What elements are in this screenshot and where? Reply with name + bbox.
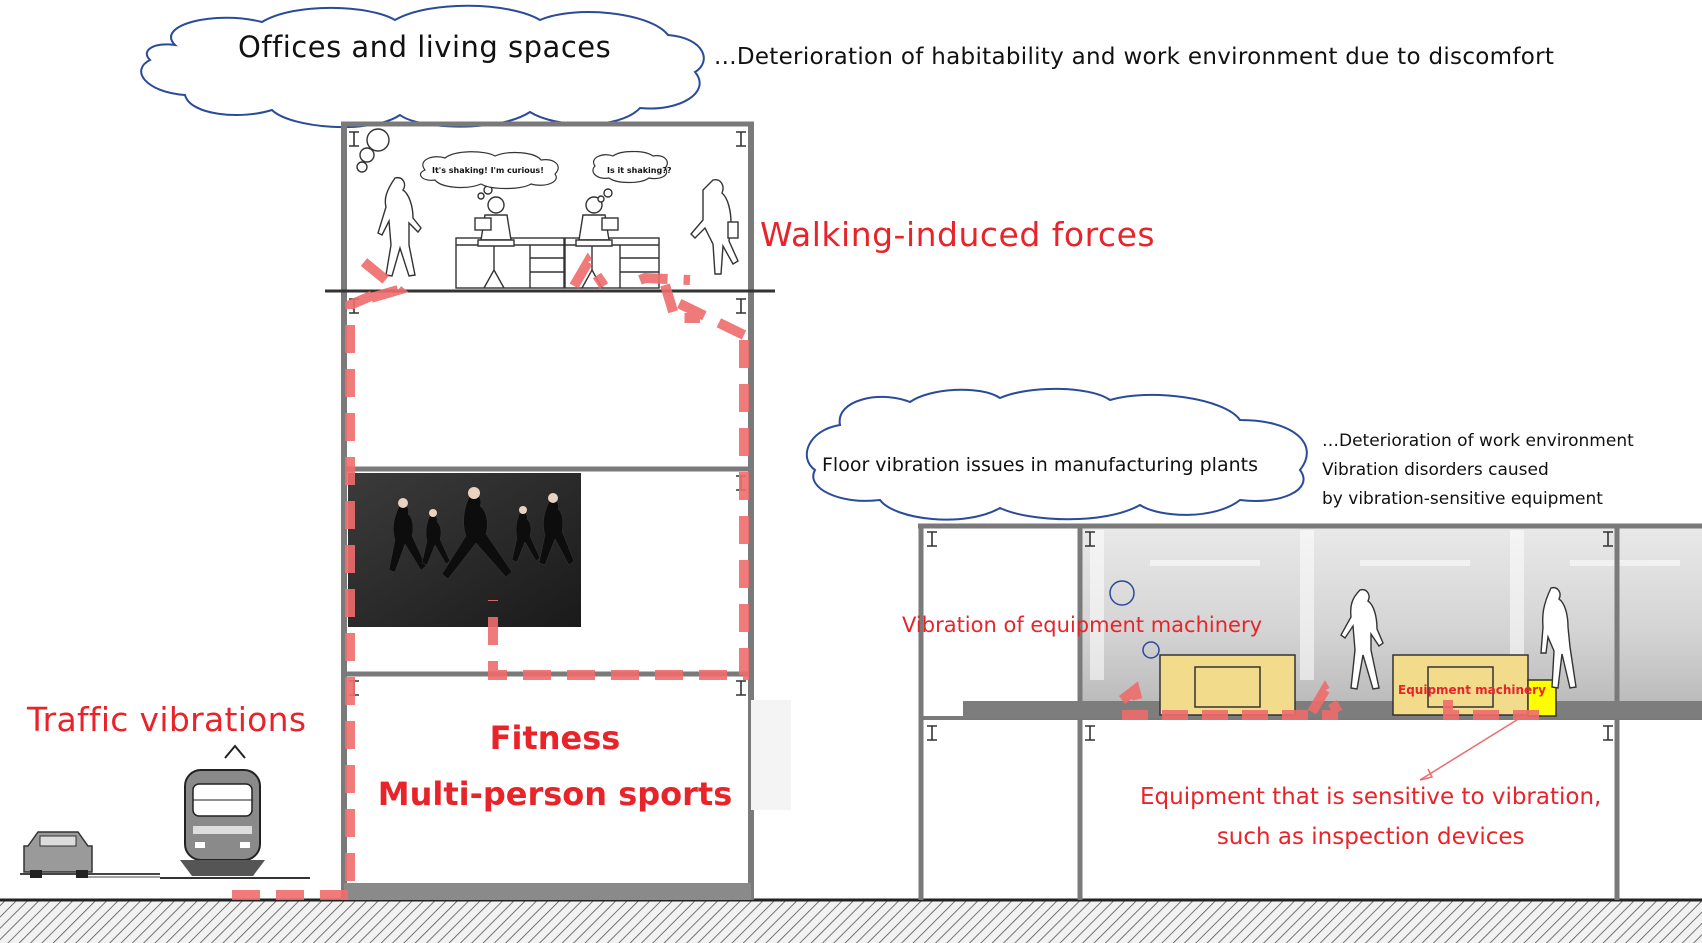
factory-workers [1340,586,1577,690]
machine-right [1392,654,1529,716]
fitness-photo [348,473,581,627]
fitness-label-line1: Fitness [489,719,621,757]
office-cloud [140,4,705,129]
plant-note-line3: by vibration-sensitive equipment [1322,489,1603,509]
office-cloud-note: ...Deterioration of habitability and wor… [714,44,1555,70]
speech-right-text: Is it shaking?? [607,166,672,175]
equipment-vibration-label: Vibration of equipment machinery [902,613,1263,637]
vibration-path-factory [1118,680,1548,720]
machine-left [1159,654,1296,716]
factory-building [918,523,1702,900]
traffic-vibrations-label: Traffic vibrations [27,700,307,739]
fitness-label-line2: Multi-person sports [377,775,733,813]
vibration-path-office [232,252,749,900]
sensitive-device [1527,679,1557,717]
plant-note-line2: Vibration disorders caused [1322,460,1549,480]
office-people-illustration [356,128,739,289]
speech-left-text: It's shaking! I'm curious! [432,166,544,175]
car-icon [23,831,93,878]
plant-cloud-title: Floor vibration issues in manufacturing … [822,454,1258,476]
equipment-machinery-label: Equipment machinery [1398,683,1546,697]
plant-cloud [805,387,1308,521]
sensitive-pointer [1419,712,1529,781]
walking-forces-label: Walking-induced forces [760,215,1156,254]
office-cloud-title: Offices and living spaces [238,30,612,64]
train-icon [160,744,310,879]
office-building [325,121,791,900]
sensitive-line1: Equipment that is sensitive to vibration… [1140,784,1602,810]
plant-note-line1: …Deterioration of work environment [1322,431,1634,451]
plant-cloud-note: …Deterioration of work environment Vibra… [1322,427,1634,514]
sensitive-equipment-label: Equipment that is sensitive to vibration… [1140,777,1601,857]
sensitive-line2: such as inspection devices [1216,824,1525,850]
fitness-label: Fitness Multi-person sports [0,710,1110,822]
speech-clouds [420,150,668,190]
traffic-illustration [20,744,310,879]
ground [0,898,1702,943]
